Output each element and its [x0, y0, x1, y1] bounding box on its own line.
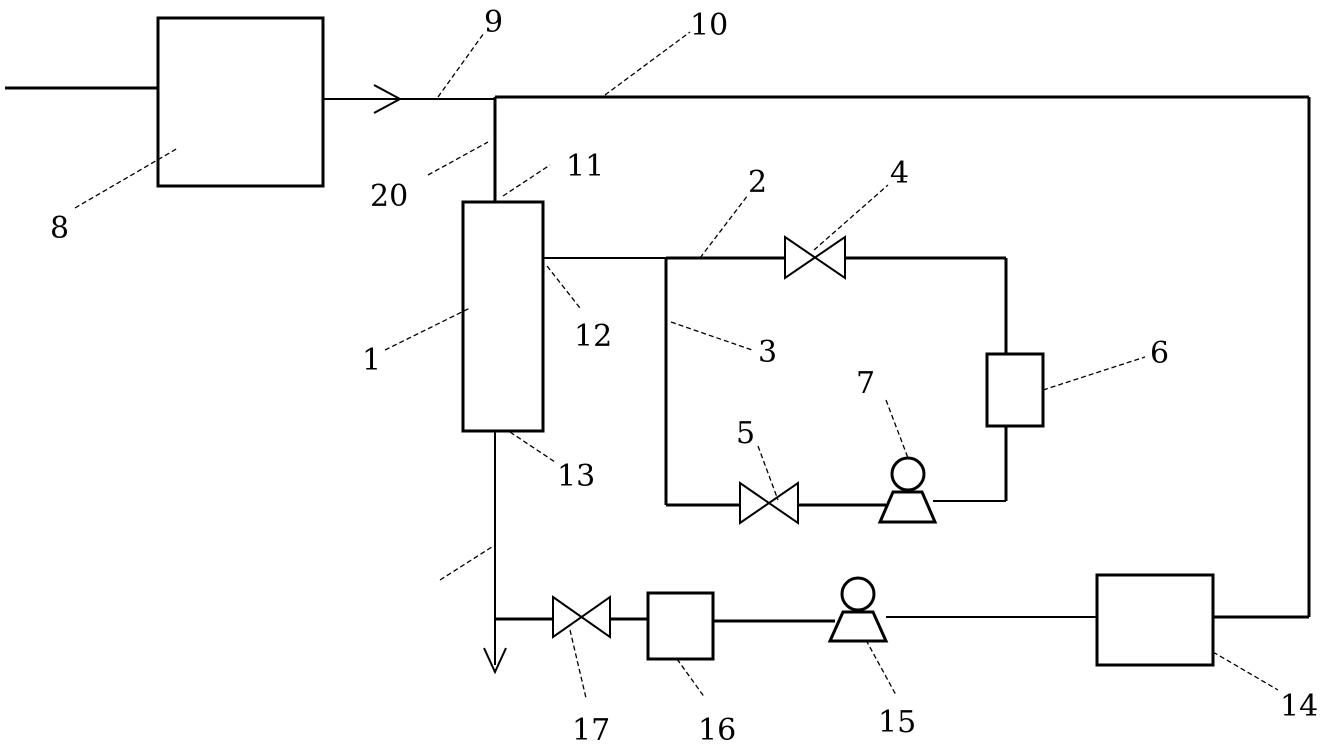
leader-unlabeled: [439, 544, 496, 581]
unit-14-box: [1095, 573, 1215, 667]
label-5: 5: [736, 416, 755, 451]
leader-2: [699, 194, 749, 259]
leader-12: [546, 265, 581, 309]
leader-11: [502, 164, 551, 197]
label-3: 3: [758, 335, 777, 370]
unit-8-box: [156, 16, 325, 188]
leader-5: [757, 445, 779, 501]
valve-4: [784, 235, 846, 280]
unit-6-box: [985, 352, 1045, 428]
leader-3: [670, 321, 753, 351]
label-15: 15: [878, 705, 916, 740]
label-9: 9: [484, 5, 503, 40]
leader-1: [384, 307, 471, 351]
flow-arrow-9: [373, 84, 403, 114]
leader-17: [569, 629, 587, 699]
leader-14: [1212, 651, 1279, 691]
leader-13: [509, 431, 556, 463]
leader-8: [74, 147, 179, 209]
label-17: 17: [572, 713, 610, 748]
leader-20: [427, 141, 489, 176]
leader-15: [865, 639, 897, 696]
label-12: 12: [574, 319, 612, 354]
label-1: 1: [362, 343, 381, 378]
label-20: 20: [370, 179, 408, 214]
unit-16-box: [646, 591, 715, 661]
pump-15: [827, 576, 889, 643]
leader-4: [813, 184, 889, 251]
label-6: 6: [1150, 336, 1169, 371]
valve-17: [552, 595, 611, 639]
leader-7: [885, 399, 909, 459]
label-10: 10: [690, 8, 728, 43]
valve-5: [739, 481, 799, 525]
leader-9: [437, 32, 485, 98]
label-16: 16: [698, 713, 736, 748]
label-2: 2: [748, 165, 767, 200]
column-1: [461, 200, 545, 433]
flow-arrow-bottom: [483, 647, 507, 675]
leader-16: [676, 658, 706, 699]
label-13: 13: [557, 459, 595, 494]
pump-7: [877, 456, 938, 524]
label-7: 7: [856, 366, 875, 401]
label-11: 11: [566, 149, 604, 184]
leader-10: [604, 31, 691, 96]
label-4: 4: [890, 156, 909, 191]
label-8: 8: [50, 211, 69, 246]
leader-6: [1042, 356, 1146, 391]
label-14: 14: [1280, 689, 1318, 724]
